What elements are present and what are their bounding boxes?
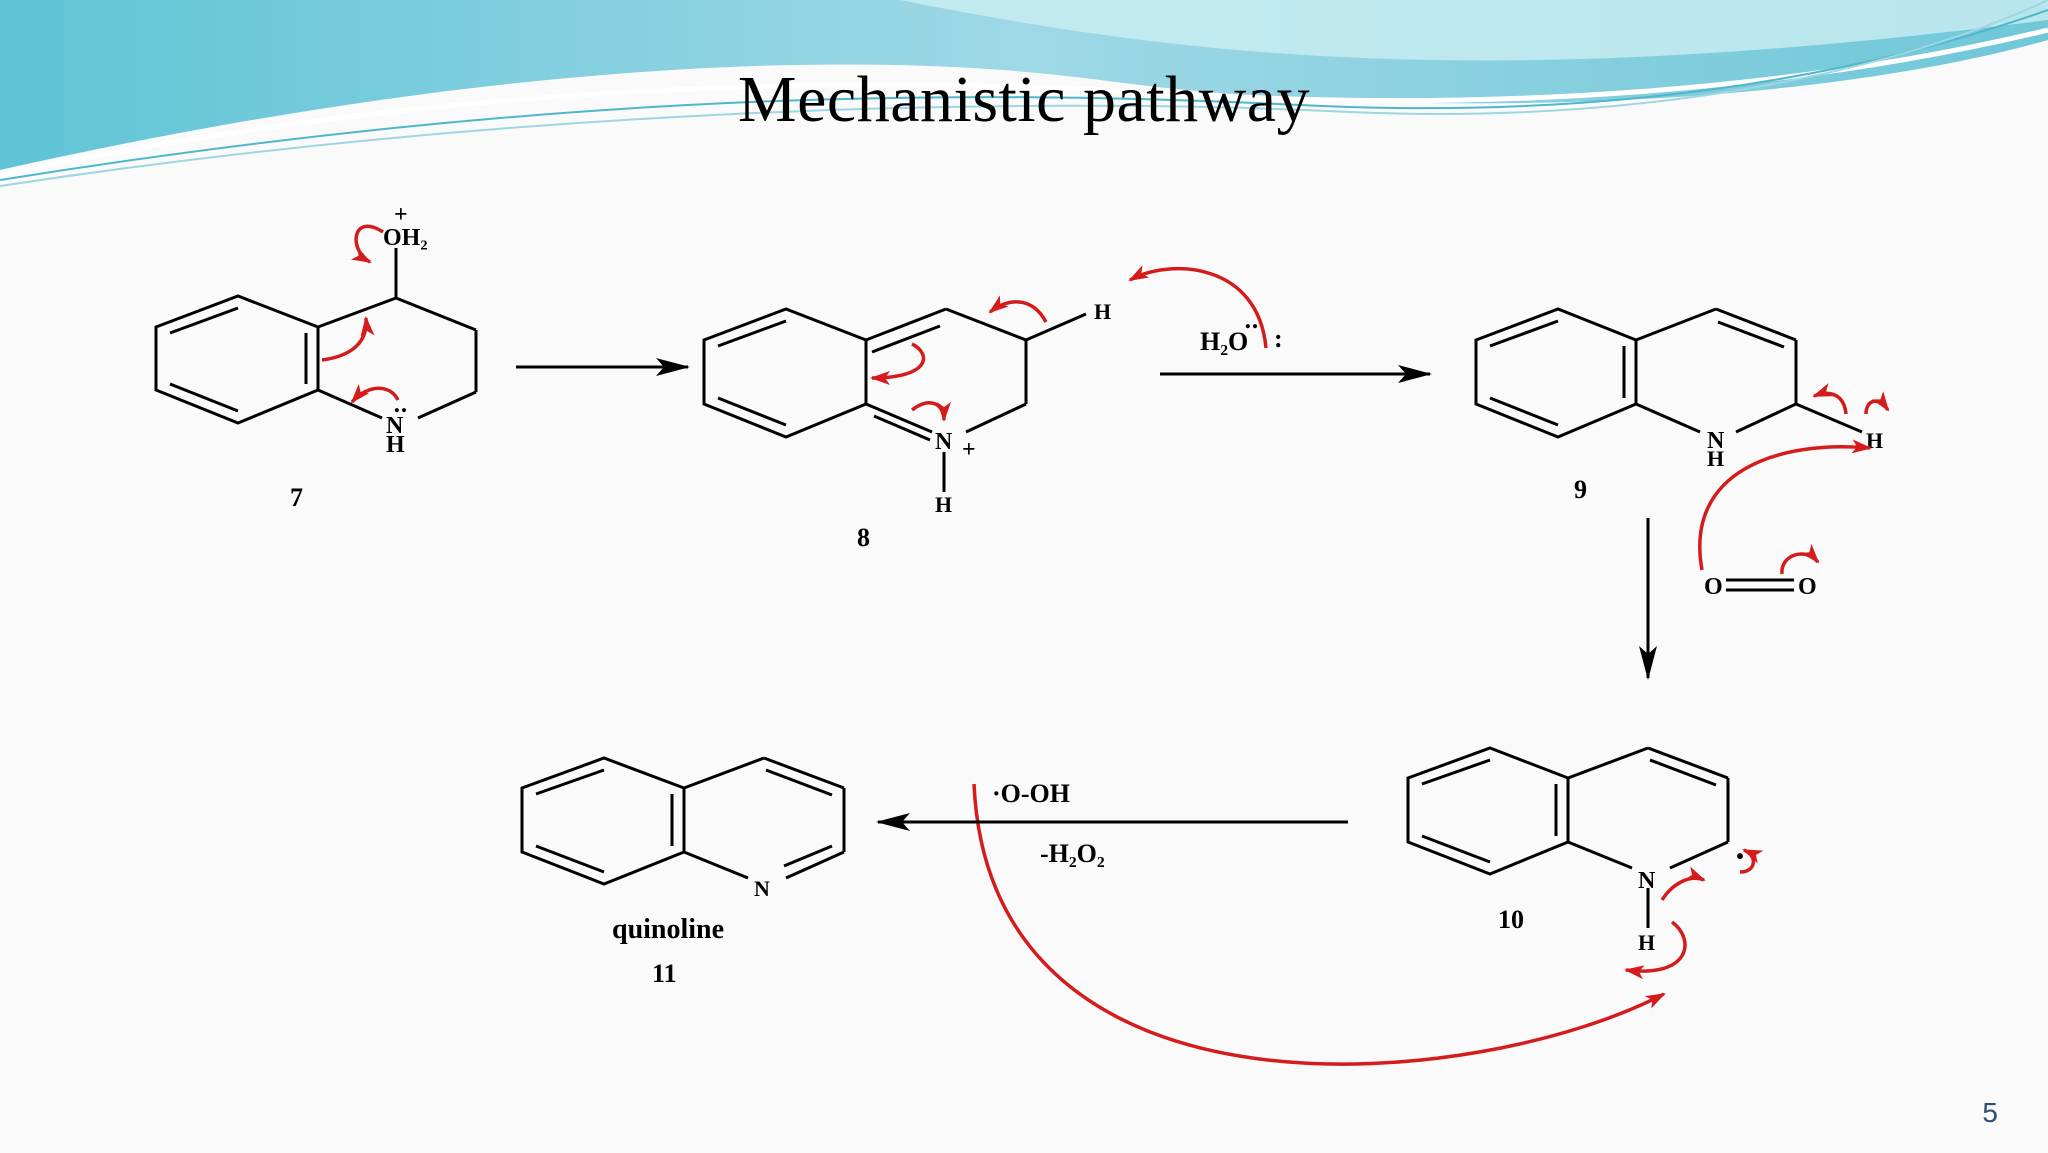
- molecule-8: [702, 307, 1087, 492]
- slide-title: Mechanistic pathway: [737, 63, 1311, 136]
- m7-nh: H: [386, 432, 405, 458]
- oxygen-right: O: [1798, 574, 1817, 600]
- m11-name: quinoline: [612, 914, 724, 945]
- m10-radical: ·: [1734, 836, 1746, 876]
- o2-double-bond: [1726, 578, 1794, 592]
- m9-label: 9: [1574, 475, 1587, 504]
- m9-nh: H: [1707, 446, 1724, 471]
- oxygen-left: O: [1704, 574, 1723, 600]
- molecule-9: [1474, 307, 1863, 439]
- m9-n: N: [1707, 428, 1725, 454]
- byproduct-h2o2: -H₂O₂: [1040, 839, 1105, 868]
- header-wave: [0, 0, 2048, 187]
- molecule-11: [520, 756, 846, 886]
- m7-label: 7: [290, 483, 303, 512]
- m10-n: N: [1638, 868, 1656, 894]
- m8-nh: H: [935, 492, 952, 517]
- molecule-7: [154, 248, 478, 425]
- m8-n: N: [935, 429, 953, 455]
- m8-h: H: [1094, 299, 1111, 324]
- molecule-10: [1406, 746, 1730, 928]
- m7-curved-arrows: [321, 224, 400, 404]
- hydroperoxyl-reagent: ·O-OH: [992, 779, 1070, 808]
- m7-n: N: [386, 413, 404, 439]
- m11-n: N: [754, 876, 770, 901]
- m7-charge: +: [394, 202, 408, 228]
- m10-label: 10: [1498, 905, 1524, 934]
- m11-label: 11: [652, 959, 677, 988]
- m10-curved-arrows: [972, 783, 1764, 1066]
- m8-label: 8: [857, 523, 870, 552]
- m8-curved-arrows: [870, 265, 1268, 422]
- water-dots-right: :: [1274, 324, 1283, 353]
- water-dots-top: ‥: [1244, 308, 1259, 333]
- m7-oh2: OH₂: [383, 225, 428, 251]
- page-number: 5: [1982, 1097, 1998, 1128]
- m8-charge: +: [962, 437, 976, 463]
- m9-curved-arrows: [1698, 383, 1890, 575]
- m10-nh: H: [1638, 930, 1655, 955]
- water-reagent: H₂O: [1200, 327, 1248, 356]
